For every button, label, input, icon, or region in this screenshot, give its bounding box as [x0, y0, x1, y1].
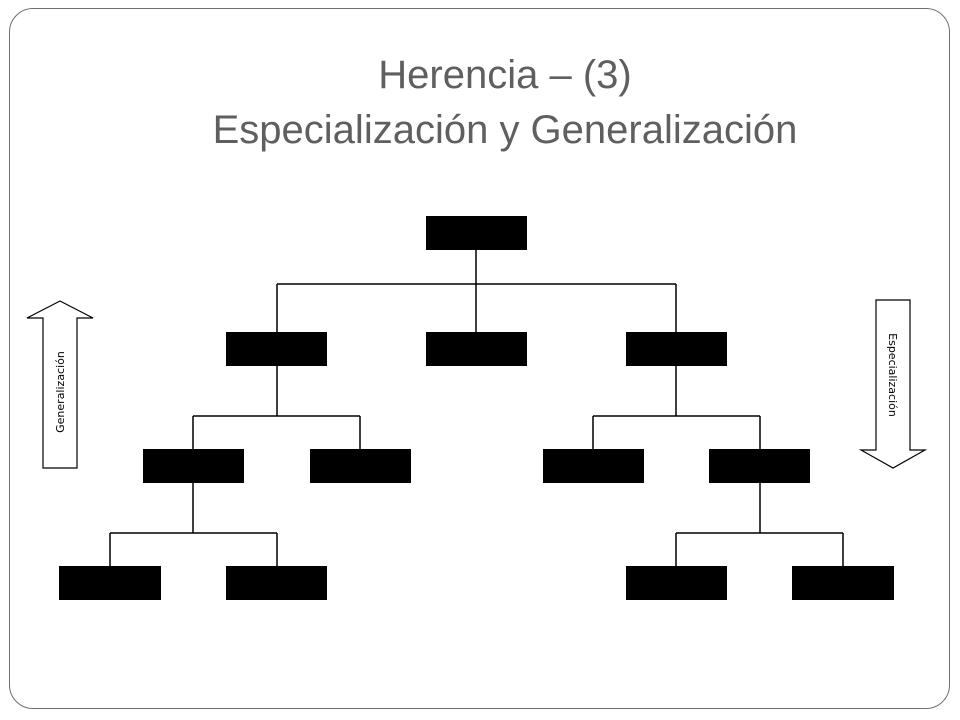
class-box-level-3: [543, 449, 644, 483]
root-class-box: [426, 216, 527, 250]
class-boxes: [59, 216, 894, 600]
generalization-arrow: Generalización: [26, 300, 94, 469]
class-box-level-4: [226, 566, 327, 600]
class-box-level-2-middle: [426, 332, 527, 366]
connectors: [109, 250, 844, 567]
slide-title: Herencia – (3) Especialización y General…: [0, 48, 960, 158]
title-line-1: Herencia – (3): [378, 53, 632, 97]
class-box-level-4: [59, 566, 161, 600]
specialization-arrow: Especialización: [858, 299, 928, 469]
class-box-level-3: [709, 449, 810, 483]
class-box-level-3: [143, 449, 244, 483]
class-box-level-4: [792, 566, 894, 600]
down-arrow-icon: [858, 299, 928, 469]
class-box-level-2-right: [626, 332, 727, 366]
generalization-label: Generalización: [54, 351, 67, 433]
class-box-level-3: [310, 449, 411, 483]
up-arrow-icon: [26, 300, 94, 469]
specialization-label: Especialización: [886, 333, 899, 417]
title-line-2: Especialización y Generalización: [212, 108, 798, 152]
class-box-level-4: [626, 566, 727, 600]
class-box-level-2-left: [226, 332, 327, 366]
